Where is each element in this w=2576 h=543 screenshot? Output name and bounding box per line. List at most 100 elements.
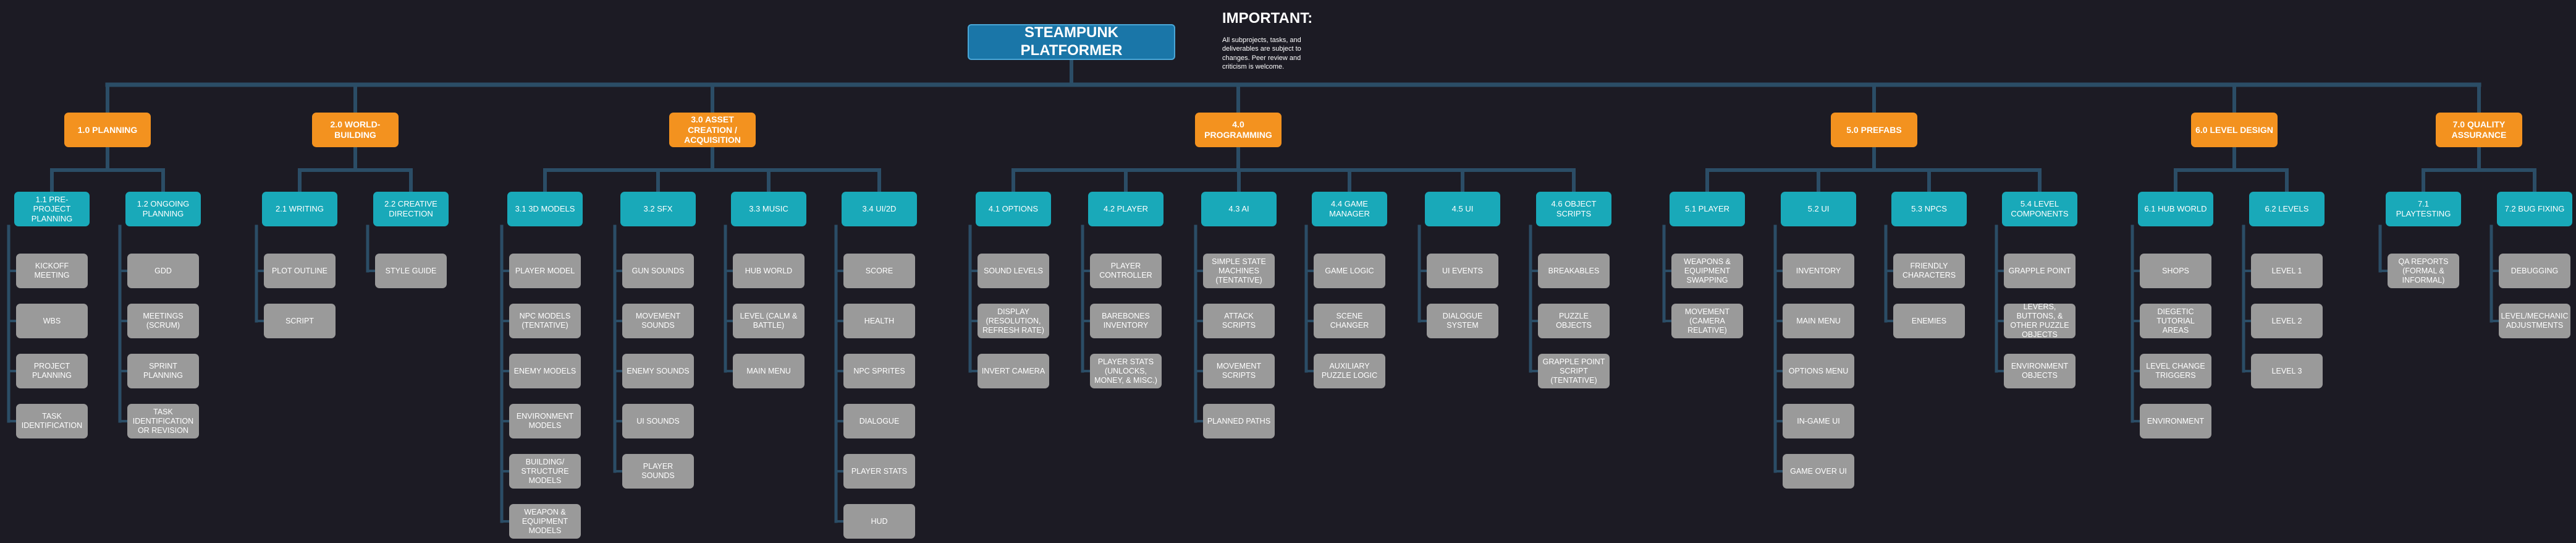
phase-p1[interactable]: 1.0 PLANNING [64, 113, 151, 147]
task-s44-2[interactable]: AUXILIARY PUZZLE LOGIC [1314, 354, 1385, 388]
task-s44-0[interactable]: GAME LOGIC [1314, 254, 1385, 288]
task-s32-2[interactable]: ENEMY SOUNDS [622, 354, 694, 388]
task-s61-3[interactable]: ENVIRONMENT [2140, 404, 2211, 438]
phase-p7[interactable]: 7.0 QUALITY ASSURANCE [2436, 113, 2522, 147]
task-s33-2[interactable]: MAIN MENU [733, 354, 804, 388]
task-s52-2[interactable]: OPTIONS MENU [1783, 354, 1854, 388]
subproject-s44[interactable]: 4.4 GAME MANAGER [1312, 192, 1387, 226]
subproject-s11[interactable]: 1.1 PRE-PROJECT PLANNING [14, 192, 90, 226]
subproject-s33[interactable]: 3.3 MUSIC [731, 192, 806, 226]
task-s12-3[interactable]: TASK IDENTIFICATION OR REVISION [127, 404, 199, 438]
subproject-s71[interactable]: 7.1 PLAYTESTING [2386, 192, 2461, 226]
subproject-s72[interactable]: 7.2 BUG FIXING [2497, 192, 2572, 226]
task-s11-3[interactable]: TASK IDENTIFICATION [16, 404, 88, 438]
subproject-s52[interactable]: 5.2 UI [1781, 192, 1856, 226]
task-s62-2[interactable]: LEVEL 3 [2251, 354, 2323, 388]
task-s62-0[interactable]: LEVEL 1 [2251, 254, 2323, 288]
task-s43-1[interactable]: ATTACK SCRIPTS [1203, 304, 1275, 338]
task-s32-1[interactable]: MOVEMENT SOUNDS [622, 304, 694, 338]
task-s32-4[interactable]: PLAYER SOUNDS [622, 454, 694, 489]
subproject-s41[interactable]: 4.1 OPTIONS [976, 192, 1051, 226]
subproject-s54[interactable]: 5.4 LEVEL COMPONENTS [2002, 192, 2077, 226]
subproject-s12[interactable]: 1.2 ONGOING PLANNING [125, 192, 201, 226]
task-s34-4[interactable]: PLAYER STATS [843, 454, 915, 489]
task-s54-1[interactable]: LEVERS, BUTTONS, & OTHER PUZZLE OBJECTS [2004, 302, 2076, 339]
task-s61-2[interactable]: LEVEL CHANGE TRIGGERS [2140, 354, 2211, 388]
task-s53-0[interactable]: FRIENDLY CHARACTERS [1893, 254, 1965, 288]
task-s41-1[interactable]: DISPLAY (RESOLUTION, REFRESH RATE) [978, 304, 1049, 338]
task-s61-0[interactable]: SHOPS [2140, 254, 2211, 288]
task-s41-2[interactable]: INVERT CAMERA [978, 354, 1049, 388]
task-s22-0[interactable]: STYLE GUIDE [375, 254, 447, 288]
task-s31-3[interactable]: ENVIRONMENT MODELS [509, 404, 581, 438]
task-s11-1[interactable]: WBS [16, 304, 88, 338]
task-s31-1[interactable]: NPC MODELS (TENTATIVE) [509, 304, 581, 338]
task-s46-0[interactable]: BREAKABLES [1538, 254, 1610, 288]
task-s12-1[interactable]: MEETINGS (SCRUM) [127, 304, 199, 338]
task-s54-2[interactable]: ENVIRONMENT OBJECTS [2004, 354, 2076, 388]
task-s34-2[interactable]: NPC SPRITES [843, 354, 915, 388]
task-s41-0[interactable]: SOUND LEVELS [978, 254, 1049, 288]
subproject-s31[interactable]: 3.1 3D MODELS [507, 192, 583, 226]
subproject-s46[interactable]: 4.6 OBJECT SCRIPTS [1536, 192, 1611, 226]
task-s53-1[interactable]: ENEMIES [1893, 304, 1965, 338]
subproject-s51[interactable]: 5.1 PLAYER [1670, 192, 1745, 226]
task-s45-0[interactable]: UI EVENTS [1427, 254, 1498, 288]
subproject-s34[interactable]: 3.4 UI/2D [842, 192, 917, 226]
task-s33-0[interactable]: HUB WORLD [733, 254, 804, 288]
task-s32-0[interactable]: GUN SOUNDS [622, 254, 694, 288]
task-s43-0[interactable]: SIMPLE STATE MACHINES (TENTATIVE) [1203, 254, 1275, 288]
task-s51-1[interactable]: MOVEMENT (CAMERA RELATIVE) [1671, 304, 1743, 338]
task-s34-3[interactable]: DIALOGUE [843, 404, 915, 438]
task-s42-1[interactable]: BAREBONES INVENTORY [1090, 304, 1162, 338]
phase-p5[interactable]: 5.0 PREFABS [1831, 113, 1917, 147]
task-s71-0[interactable]: QA REPORTS (FORMAL & INFORMAL) [2388, 254, 2459, 288]
task-s51-0[interactable]: WEAPONS & EQUIPMENT SWAPPING [1671, 254, 1743, 288]
task-s34-0[interactable]: SCORE [843, 254, 915, 288]
task-s31-5[interactable]: WEAPON & EQUIPMENT MODELS [509, 504, 581, 539]
root-node[interactable]: STEAMPUNK PLATFORMER [968, 24, 1175, 60]
task-s72-0[interactable]: DEBUGGING [2499, 254, 2570, 288]
task-s11-2[interactable]: PROJECT PLANNING [16, 354, 88, 388]
subproject-s42[interactable]: 4.2 PLAYER [1088, 192, 1163, 226]
phase-p3[interactable]: 3.0 ASSET CREATION / ACQUISITION [669, 113, 756, 147]
task-s46-2[interactable]: GRAPPLE POINT SCRIPT (tentative) [1538, 354, 1610, 388]
task-s44-1[interactable]: SCENE CHANGER [1314, 304, 1385, 338]
subproject-s21[interactable]: 2.1 WRITING [262, 192, 337, 226]
phase-p4[interactable]: 4.0 PROGRAMMING [1195, 113, 1282, 147]
task-s45-1[interactable]: DIALOGUE SYSTEM [1427, 304, 1498, 338]
task-s12-2[interactable]: SPRINT PLANNING [127, 354, 199, 388]
task-s52-0[interactable]: INVENTORY [1783, 254, 1854, 288]
subproject-s62[interactable]: 6.2 LEVELS [2249, 192, 2325, 226]
task-s33-1[interactable]: LEVEL (CALM & BATTLE) [733, 304, 804, 338]
subproject-s22[interactable]: 2.2 CREATIVE DIRECTION [373, 192, 449, 226]
task-s43-2[interactable]: MOVEMENT SCRIPTS [1203, 354, 1275, 388]
task-s42-0[interactable]: PLAYER CONTROLLER [1090, 254, 1162, 288]
task-s31-4[interactable]: BUILDING/ STRUCTURE MODELS [509, 454, 581, 489]
subproject-s53[interactable]: 5.3 NPCS [1891, 192, 1967, 226]
task-s62-1[interactable]: LEVEL 2 [2251, 304, 2323, 338]
task-s21-1[interactable]: SCRIPT [264, 304, 336, 338]
task-s12-0[interactable]: GDD [127, 254, 199, 288]
subproject-s32[interactable]: 3.2 SFX [620, 192, 696, 226]
phase-p2[interactable]: 2.0 WORLD-BUILDING [312, 113, 399, 147]
task-s32-3[interactable]: UI SOUNDS [622, 404, 694, 438]
task-s61-1[interactable]: DIEGETIC TUTORIAL AREAS [2140, 304, 2211, 338]
task-s52-3[interactable]: IN-GAME UI [1783, 404, 1854, 438]
task-s34-5[interactable]: HUD [843, 504, 915, 539]
task-s42-2[interactable]: PLAYER STATS (UNLOCKS, MONEY, & MISC.) [1090, 354, 1162, 388]
task-s31-0[interactable]: PLAYER MODEL [509, 254, 581, 288]
task-s43-3[interactable]: PLANNED PATHS [1203, 404, 1275, 438]
subproject-s43[interactable]: 4.3 AI [1201, 192, 1277, 226]
task-s52-1[interactable]: MAIN MENU [1783, 304, 1854, 338]
task-s34-1[interactable]: HEALTH [843, 304, 915, 338]
task-s46-1[interactable]: PUZZLE OBJECTS [1538, 304, 1610, 338]
task-s54-0[interactable]: GRAPPLE POINT [2004, 254, 2076, 288]
task-s52-4[interactable]: GAME OVER UI [1783, 454, 1854, 489]
subproject-s45[interactable]: 4.5 UI [1425, 192, 1500, 226]
task-s21-0[interactable]: PLOT OUTLINE [264, 254, 336, 288]
task-s11-0[interactable]: KICKOFF MEETING [16, 254, 88, 288]
phase-p6[interactable]: 6.0 LEVEL DESIGN [2191, 113, 2278, 147]
task-s31-2[interactable]: ENEMY MODELS [509, 354, 581, 388]
subproject-s61[interactable]: 6.1 HUB WORLD [2138, 192, 2213, 226]
